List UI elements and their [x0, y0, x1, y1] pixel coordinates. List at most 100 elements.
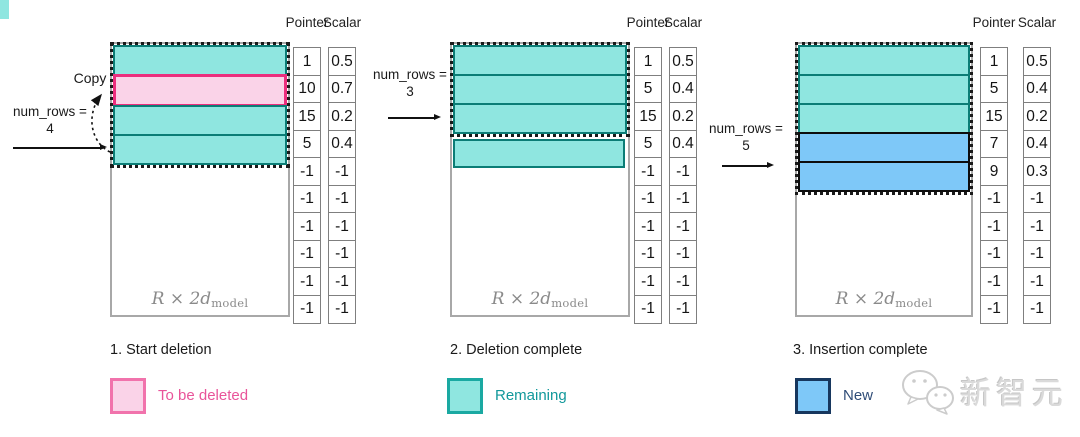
stale-rows-region [453, 139, 625, 168]
scalar-cell: -1 [1023, 294, 1051, 324]
active-rows-region [450, 42, 630, 137]
scalar-cell: 0.7 [328, 74, 356, 104]
matrix-dimension-label: R × 2dmodel [452, 289, 628, 310]
legend-label: New [843, 387, 874, 404]
num-rows-label: num_rows = [373, 67, 447, 82]
num-rows-value: 5 [742, 138, 750, 153]
memory-matrix-box: R × 2dmodel [450, 42, 630, 317]
wechat-icon [902, 370, 954, 415]
scalar-cell: 0.4 [328, 129, 356, 159]
active-rows-region [795, 42, 973, 195]
legend-label: To be deleted [158, 387, 249, 404]
pointer-cell: -1 [980, 239, 1008, 269]
pointer-cell: -1 [293, 212, 321, 241]
matrix-row-teal [113, 134, 287, 165]
num-rows-label: num_rows = [13, 104, 87, 119]
panel-caption: 3. Insertion complete [793, 342, 928, 358]
num-rows-annotation: num_rows = 4 [0, 103, 107, 163]
scalar-cell: -1 [328, 184, 356, 214]
scalar-cell: 0.5 [328, 47, 356, 76]
pointer-cell: 5 [980, 74, 1008, 104]
scalar-cell: -1 [1023, 239, 1051, 269]
corner-mark [0, 0, 9, 19]
scalar-cell: 0.4 [669, 74, 697, 104]
num-rows-label: num_rows = [709, 121, 783, 136]
matrix-dimension-main: R × 2d [151, 289, 212, 309]
matrix-row-pink [113, 74, 287, 107]
pointer-cell: 5 [293, 129, 321, 159]
pointer-cell: -1 [293, 239, 321, 269]
pointer-cell: 15 [980, 102, 1008, 131]
matrix-dimension-main: R × 2d [835, 289, 896, 309]
pointer-cell: -1 [634, 294, 662, 324]
memory-matrix-box: R × 2dmodel [110, 42, 290, 317]
pointer-cell: -1 [293, 184, 321, 214]
pointer-cell: 1 [634, 47, 662, 76]
scalar-cell: -1 [1023, 267, 1051, 296]
memory-matrix-box: R × 2dmodel [795, 42, 973, 317]
watermark-brand: 新智元 [960, 376, 1068, 411]
scalar-column-header: Scalar [663, 15, 703, 30]
pointer-column-header: Pointer [626, 15, 670, 30]
pointer-cell: 1 [980, 47, 1008, 76]
pointer-cell: 9 [980, 157, 1008, 186]
scalar-cell: -1 [669, 239, 697, 269]
pointer-cell: 15 [634, 102, 662, 131]
pointer-cell: 5 [634, 129, 662, 159]
scalar-cell: -1 [1023, 184, 1051, 214]
scalar-cell: -1 [328, 212, 356, 241]
scalar-cell: 0.5 [669, 47, 697, 76]
pointer-cell: -1 [980, 184, 1008, 214]
scalar-cell: 0.4 [1023, 129, 1051, 159]
matrix-row-teal [798, 74, 970, 105]
pointer-cell: -1 [634, 184, 662, 214]
scalar-cell: 0.5 [1023, 47, 1051, 76]
legend-swatch [795, 378, 831, 414]
copy-curve-arrow-icon [90, 93, 111, 153]
pointer-cell: -1 [980, 212, 1008, 241]
scalar-cell: -1 [328, 294, 356, 324]
pointer-cell: -1 [634, 212, 662, 241]
legend-swatch [110, 378, 146, 414]
pointer-cell: 1 [293, 47, 321, 76]
panel-caption: 2. Deletion complete [450, 342, 583, 358]
matrix-row-teal [798, 103, 970, 134]
pointer-cell: -1 [980, 294, 1008, 324]
scalar-cell: -1 [669, 157, 697, 186]
scalar-cell: -1 [1023, 212, 1051, 241]
scalar-cell: -1 [328, 239, 356, 269]
num-rows-annotation: num_rows = 5 [694, 120, 798, 178]
pointer-cell: -1 [634, 239, 662, 269]
matrix-dimension-label: R × 2dmodel [797, 289, 971, 310]
matrix-row-teal [113, 105, 287, 136]
scalar-cell: 0.3 [1023, 157, 1051, 186]
matrix-dimension-sub: model [895, 296, 933, 310]
matrix-dimension-main: R × 2d [491, 289, 552, 309]
matrix-row-blue [798, 161, 970, 192]
right-arrow-icon [388, 114, 441, 120]
scalar-column-header: Scalar [1017, 15, 1057, 30]
scalar-cell: 0.2 [328, 102, 356, 131]
matrix-dimension-sub: model [551, 296, 589, 310]
pointer-cell: -1 [293, 157, 321, 186]
scalar-cell: 0.2 [669, 102, 697, 131]
num-rows-value: 3 [406, 84, 414, 99]
scalar-column-header: Scalar [322, 15, 362, 30]
pointer-column-header: Pointer [285, 15, 329, 30]
pointer-cell: -1 [634, 267, 662, 296]
pointer-cell: -1 [293, 267, 321, 296]
scalar-cell: -1 [669, 212, 697, 241]
matrix-row-teal [453, 74, 627, 105]
scalar-cell: -1 [328, 267, 356, 296]
pointer-cell: 15 [293, 102, 321, 131]
scalar-cell: -1 [669, 184, 697, 214]
scalar-cell: -1 [669, 267, 697, 296]
scalar-cell: -1 [669, 294, 697, 324]
panel-caption: 1. Start deletion [110, 342, 212, 358]
legend-swatch [447, 378, 483, 414]
